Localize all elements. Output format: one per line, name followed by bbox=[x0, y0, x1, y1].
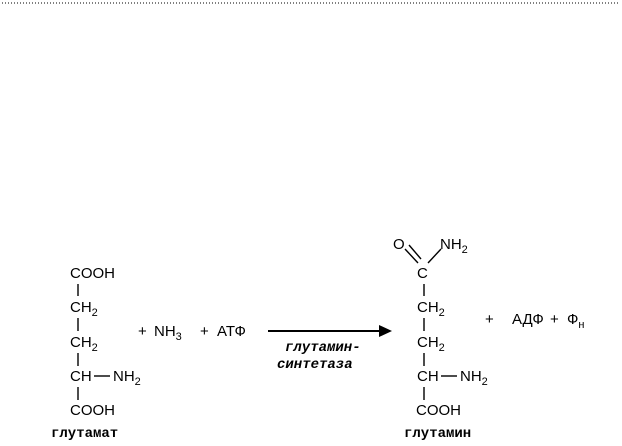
plus-sign: + bbox=[200, 323, 209, 340]
bond bbox=[427, 248, 442, 264]
glutamine-amide-nh2: NH2 bbox=[440, 236, 468, 256]
glutamate-structure: COOH CH2 CH2 CH NH2 COOH глутамат bbox=[51, 265, 141, 442]
plus-sign: + bbox=[485, 311, 494, 328]
glutamate-nh2: NH2 bbox=[113, 368, 141, 388]
enzyme-name-line1: глутамин- bbox=[285, 340, 361, 356]
double-bond bbox=[404, 248, 419, 264]
glutamate-name: глутамат bbox=[51, 426, 118, 442]
glutamine-oxygen: O bbox=[393, 236, 405, 253]
glutamine-name: глутамин bbox=[404, 426, 471, 442]
atp: АТФ bbox=[217, 323, 246, 340]
glutamate-cooh-bottom: COOH bbox=[70, 402, 115, 419]
adp: АДФ bbox=[512, 311, 544, 328]
glutamine-structure: O C NH2 CH2 CH2 CH NH2 COOH глутамин bbox=[393, 236, 488, 442]
glutamine-ch2-b: CH2 bbox=[417, 334, 445, 354]
arrow-head bbox=[379, 325, 392, 337]
glutamate-cooh-top: COOH bbox=[70, 265, 115, 282]
glutamine-carbon: C bbox=[417, 265, 428, 282]
glutamine-cooh-bottom: COOH bbox=[416, 402, 461, 419]
ammonia: NH3 bbox=[154, 323, 182, 343]
inorganic-phosphate: Фн bbox=[567, 311, 584, 331]
plus-sign: + bbox=[138, 323, 147, 340]
glutamine-nh2: NH2 bbox=[460, 368, 488, 388]
double-bond bbox=[408, 244, 422, 260]
glutamine-ch: CH bbox=[417, 368, 439, 385]
glutamate-ch2-b: CH2 bbox=[70, 334, 98, 354]
glutamate-ch: CH bbox=[70, 368, 92, 385]
glutamine-ch2-a: CH2 bbox=[417, 299, 445, 319]
glutamate-ch2-a: CH2 bbox=[70, 299, 98, 319]
plus-sign: + bbox=[550, 311, 559, 328]
reaction-arrow bbox=[268, 325, 392, 337]
enzyme-name-line2: синтетаза bbox=[277, 357, 353, 373]
